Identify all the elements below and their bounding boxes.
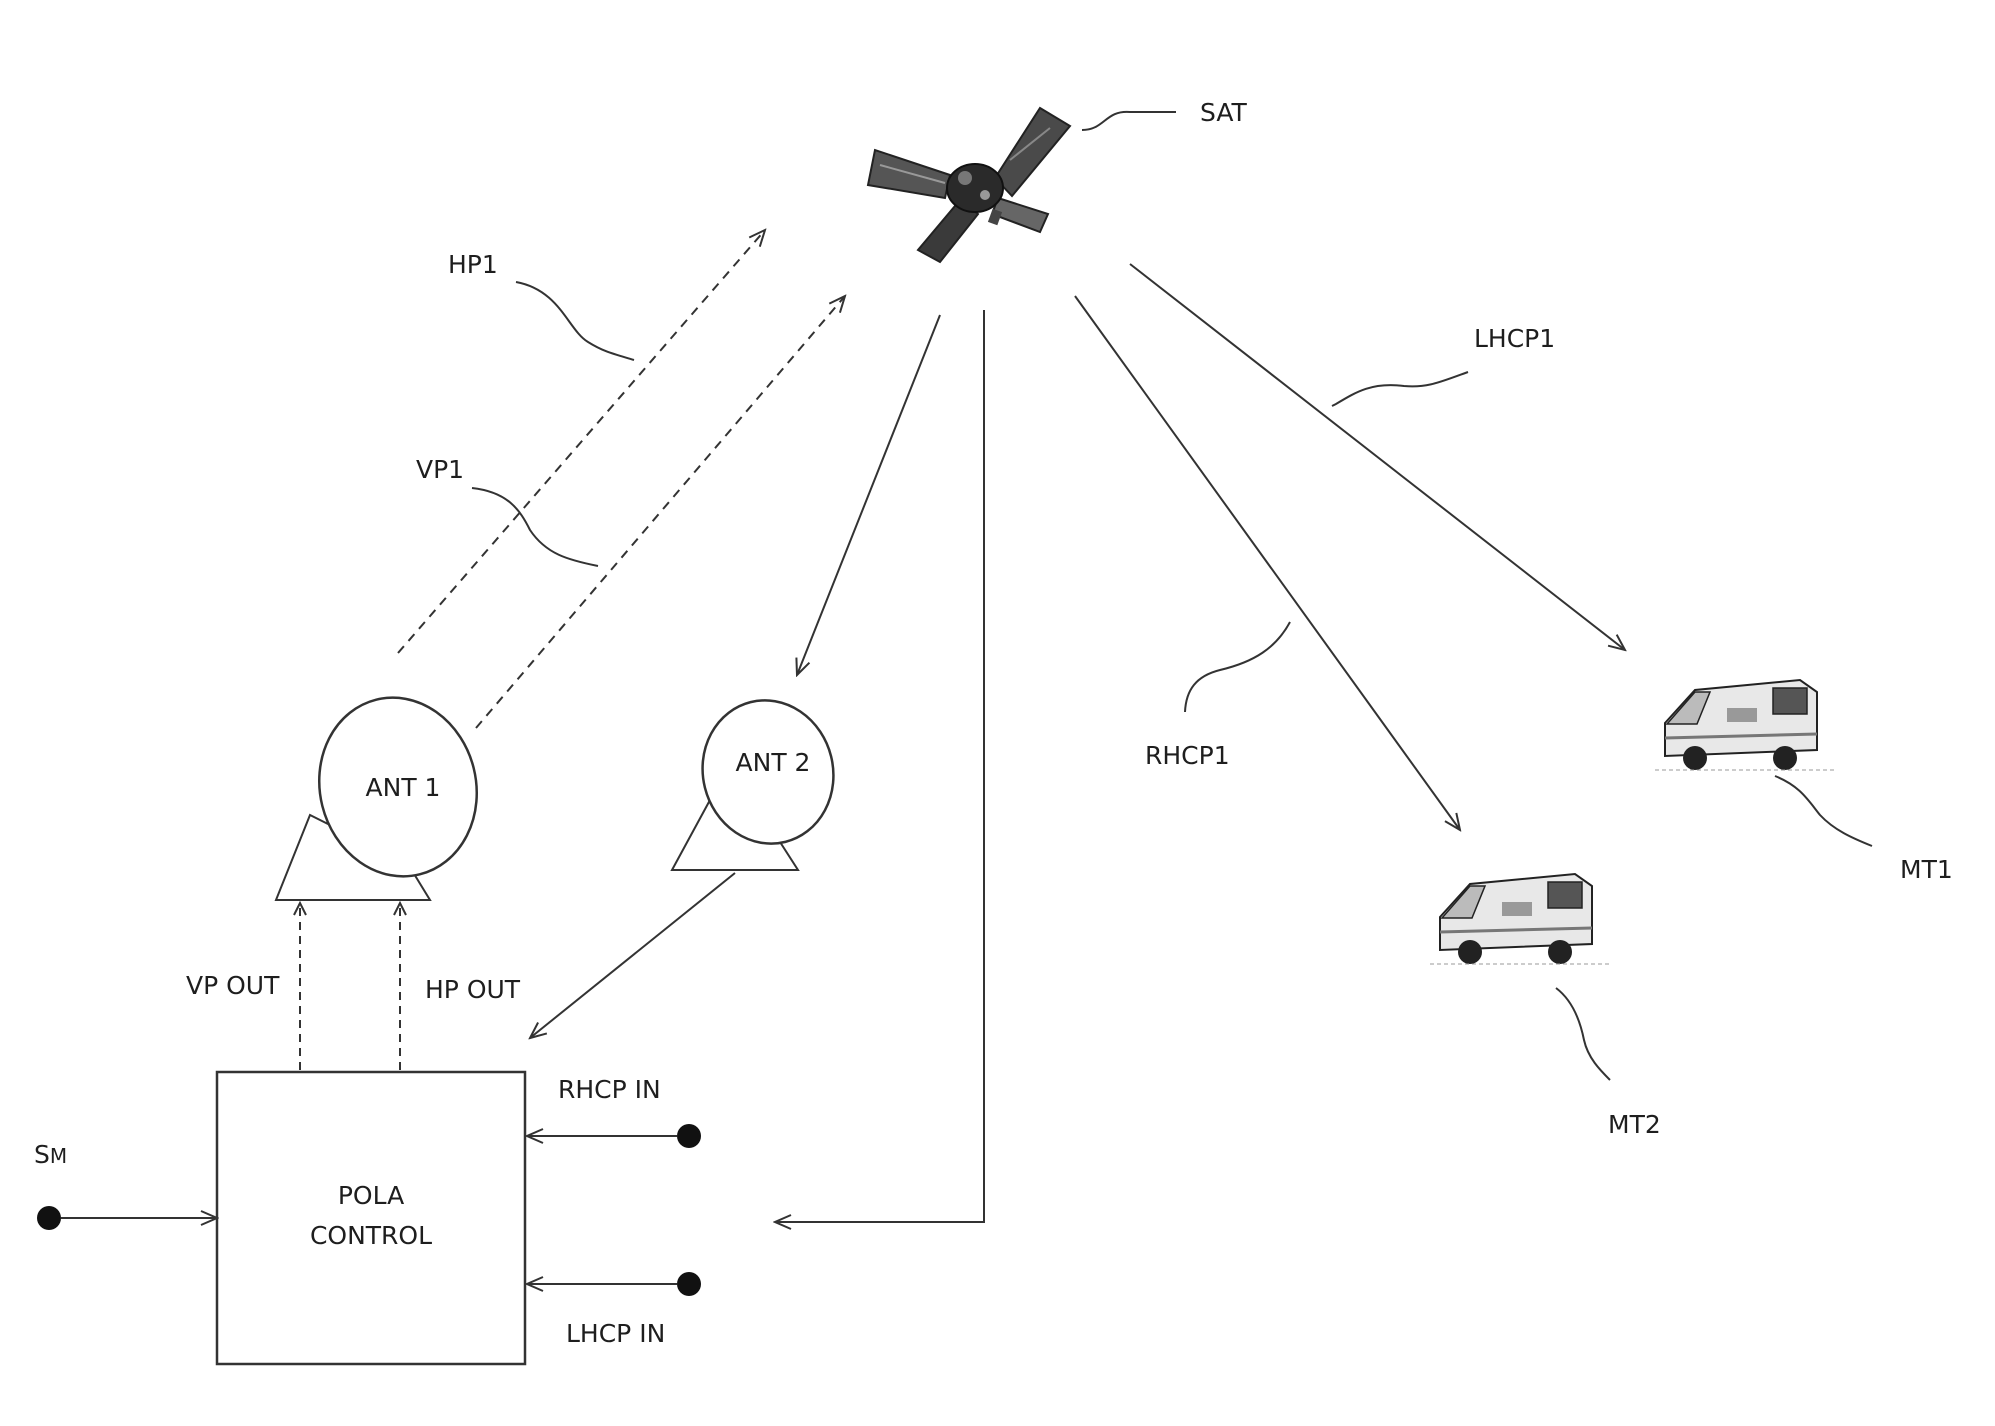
mt2-vehicle-icon	[1430, 874, 1610, 964]
mt1-label: MT1	[1900, 855, 1953, 884]
vp1-label: VP1	[416, 455, 464, 484]
hp1-beam	[398, 230, 765, 653]
ant2-downlink	[797, 315, 940, 675]
lhcp1-label: LHCP1	[1474, 324, 1555, 353]
rhcp-in-dot	[677, 1124, 701, 1148]
mt1-vehicle-icon	[1655, 680, 1835, 770]
pola-control-box	[217, 1072, 525, 1364]
sm-input-dot	[37, 1206, 61, 1230]
vp1-beam	[476, 296, 845, 728]
mt2-label: MT2	[1608, 1110, 1661, 1139]
ant1-label: ANT 1	[366, 773, 441, 802]
hp-out-label: HP OUT	[425, 975, 521, 1004]
ant2-dish-antenna-icon	[672, 686, 848, 870]
rhcp1-beam	[1075, 296, 1460, 830]
hp1-label: HP1	[448, 250, 498, 279]
pola-control-line1: POLA	[338, 1181, 404, 1210]
vp-out-label: VP OUT	[186, 971, 280, 1000]
ant2-label: ANT 2	[736, 748, 811, 777]
rhcp1-label: RHCP1	[1145, 741, 1230, 770]
sm-label: SM	[34, 1140, 67, 1169]
ant2-to-control	[530, 873, 735, 1038]
lhcp-in-dot	[677, 1272, 701, 1296]
lhcp-in-label: LHCP IN	[566, 1319, 665, 1348]
rhcp-in-label: RHCP IN	[558, 1075, 661, 1104]
lhcp1-beam	[1130, 264, 1625, 650]
sat-label: SAT	[1200, 98, 1247, 127]
pola-control-line2: CONTROL	[310, 1221, 432, 1250]
satellite-icon	[868, 108, 1070, 262]
